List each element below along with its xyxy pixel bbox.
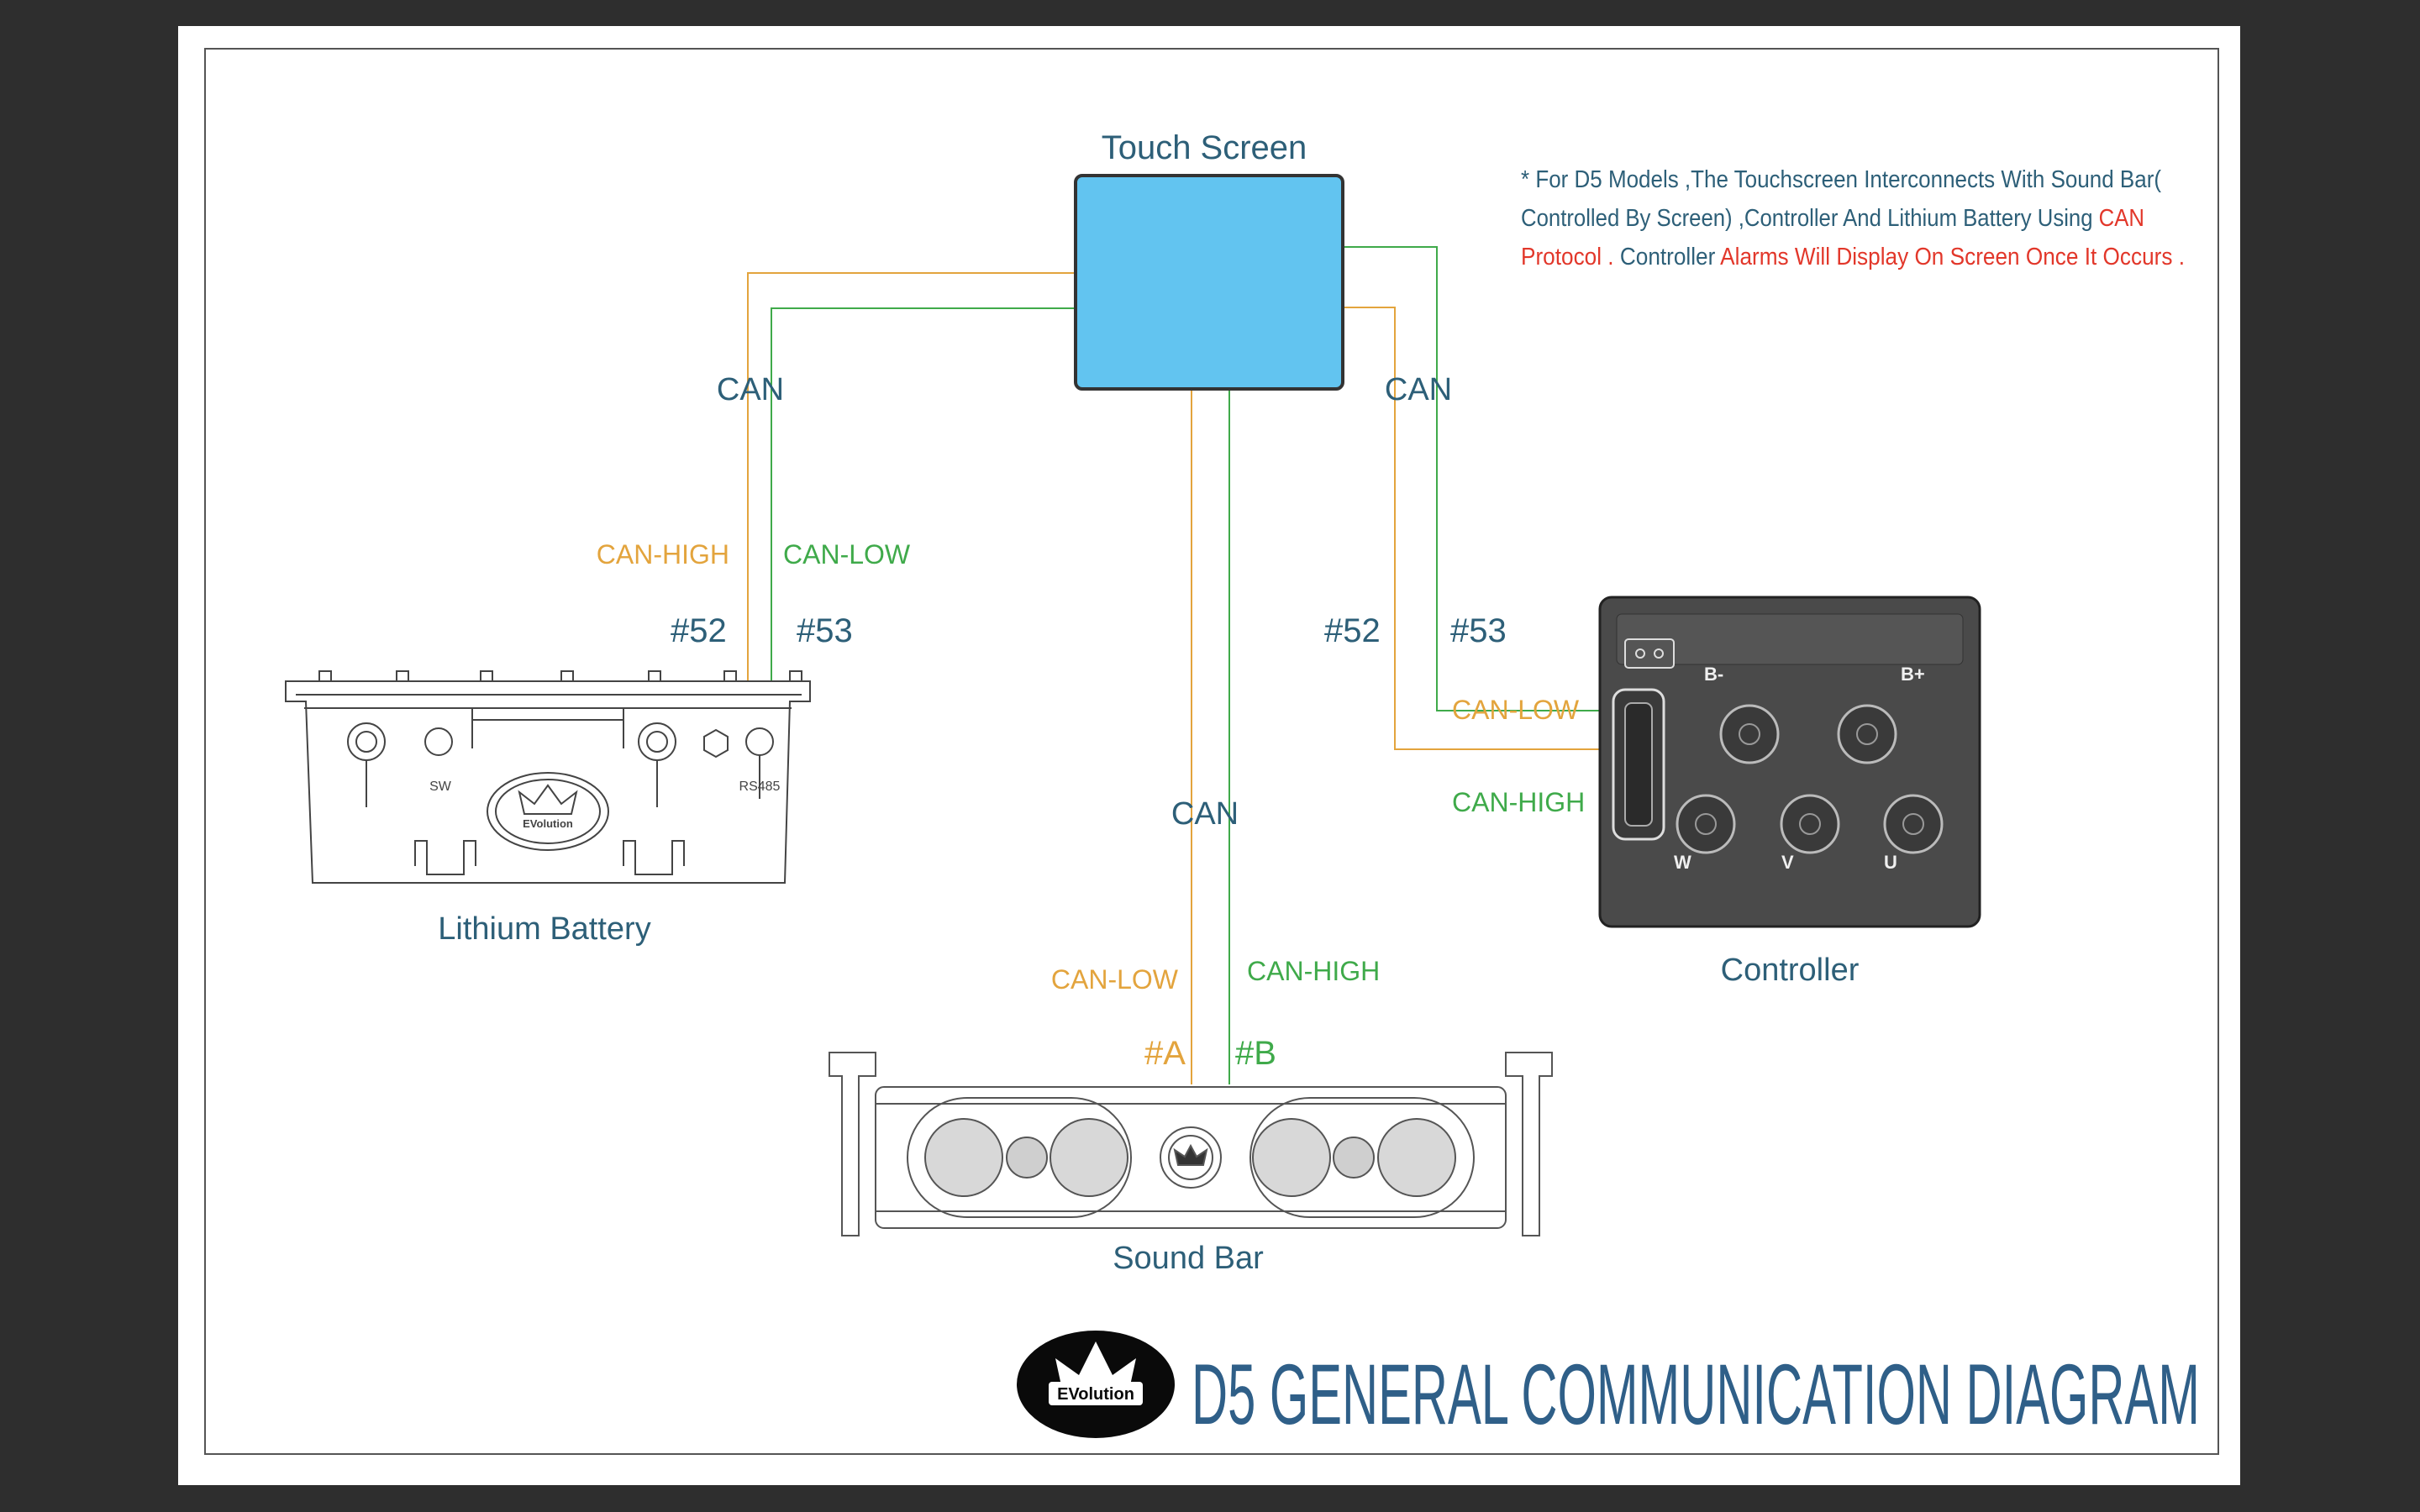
controller-terminal-v: V <box>1781 852 1794 873</box>
soundbar-can-high-label: CAN-HIGH <box>1247 956 1380 986</box>
controller-terminal-w: W <box>1674 852 1691 873</box>
battery-stud <box>480 670 493 682</box>
diagram-sheet: Touch Screen SW RS485 EVol <box>178 26 2240 1485</box>
controller-top-plate <box>1616 613 1964 665</box>
controller-terminal-bolts <box>1676 704 1944 854</box>
sound-bar-component <box>829 1052 1553 1236</box>
controller-bolt-w <box>1676 794 1736 854</box>
battery-logo-badge-inner <box>495 779 601 844</box>
controller-main-connector-pins <box>1624 702 1653 827</box>
controller-component <box>1598 596 1981 928</box>
protocol-note: * For D5 Models ,The Touchscreen Interco… <box>1521 166 2185 270</box>
battery-terminal-left-inner <box>355 731 377 753</box>
communication-diagram: Touch Screen SW RS485 EVol <box>204 48 2219 1455</box>
touch-screen-panel <box>1074 174 1344 391</box>
controller-bolt-b-minus <box>1719 704 1780 764</box>
wire-controller-can-low <box>1343 246 1613 711</box>
controller-can-low-label: CAN-LOW <box>1452 695 1580 725</box>
wiring <box>747 246 1613 1084</box>
note-line-1: * For D5 Models ,The Touchscreen Interco… <box>1521 166 2161 193</box>
battery-stud <box>318 670 332 682</box>
soundbar-tweeter-right <box>1333 1137 1375 1179</box>
controller-terminal-bolt-centers <box>1695 723 1924 835</box>
soundbar-speaker-left-inner <box>1050 1118 1128 1197</box>
soundbar-crown-icon <box>1173 1143 1208 1166</box>
battery-sw-port <box>424 727 453 756</box>
evolution-logo-text: EVolution <box>1057 1385 1134 1404</box>
diagram-frame <box>204 48 2219 1455</box>
controller-label: Controller <box>1721 953 1860 988</box>
battery-crown-icon <box>518 784 578 815</box>
soundbar-pin-a: #A <box>1144 1035 1186 1072</box>
wire-battery-can-high <box>747 272 1076 765</box>
battery-stud <box>396 670 409 682</box>
sound-bar-label: Sound Bar <box>1113 1241 1264 1276</box>
evolution-logo-banner <box>1049 1382 1143 1405</box>
controller-terminal-b-minus: B- <box>1704 664 1723 685</box>
battery-can-low-label: CAN-LOW <box>783 539 911 570</box>
battery-logo-badge <box>487 772 609 851</box>
controller-bolt-b-plus <box>1837 704 1897 764</box>
soundbar-speaker-right-outer <box>1377 1118 1456 1197</box>
soundbar-bracket-left <box>829 1052 876 1236</box>
touch-screen-label: Touch Screen <box>1102 129 1307 166</box>
soundbar-bracket-right <box>1505 1052 1553 1236</box>
battery-hex-bolt <box>703 728 729 759</box>
controller-pin-53: #53 <box>1450 612 1507 649</box>
controller-bolt-v <box>1780 794 1840 854</box>
battery-rs485-text: RS485 <box>739 780 781 794</box>
wire-battery-can-low <box>771 307 1076 765</box>
soundbar-pod-right <box>1249 1097 1475 1218</box>
battery-body <box>285 680 811 884</box>
controller-small-pin <box>1654 648 1664 659</box>
battery-sw-text: SW <box>429 780 452 794</box>
soundbar-speaker-right-inner <box>1252 1118 1331 1197</box>
battery-stud <box>560 670 574 682</box>
battery-stud <box>723 670 737 682</box>
diagram-title: D5 GENERAL COMMUNICATION DIAGRAM <box>1192 1347 2200 1442</box>
controller-bolt-u <box>1883 794 1944 854</box>
controller-pin-52: #52 <box>1324 612 1381 649</box>
note-line-3: Protocol . Controller Alarms Will Displa… <box>1521 244 2185 270</box>
soundbar-pod-left <box>907 1097 1132 1218</box>
lithium-battery-component <box>285 670 811 884</box>
can-label-right: CAN <box>1385 372 1452 407</box>
lithium-battery-label: Lithium Battery <box>438 911 650 947</box>
controller-terminal-b-plus: B+ <box>1901 664 1925 685</box>
battery-stud <box>648 670 661 682</box>
battery-can-high-label: CAN-HIGH <box>597 539 729 570</box>
footer-logo: EVolution <box>1017 1331 1175 1438</box>
controller-small-pin <box>1635 648 1645 659</box>
touch-screen-component: Touch Screen <box>1074 129 1344 391</box>
soundbar-center-badge-inner <box>1168 1135 1213 1180</box>
controller-small-connector <box>1624 638 1675 669</box>
soundbar-speaker-left-outer <box>924 1118 1003 1197</box>
battery-logo-text: EVolution <box>523 817 573 830</box>
can-label-bottom: CAN <box>1171 796 1239 832</box>
wire-controller-can-high <box>1343 307 1613 750</box>
battery-stud <box>789 670 802 682</box>
battery-terminal-right-inner <box>646 731 668 753</box>
soundbar-pin-b: #B <box>1235 1035 1276 1072</box>
battery-foot-right <box>623 840 685 875</box>
battery-pin-52: #52 <box>671 612 727 649</box>
controller-can-high-label: CAN-HIGH <box>1452 787 1585 817</box>
note-line-2: Controlled By Screen) ,Controller And Li… <box>1521 205 2144 232</box>
battery-pin-53: #53 <box>797 612 853 649</box>
soundbar-tweeter-left <box>1006 1137 1048 1179</box>
can-label-left: CAN <box>717 372 784 407</box>
soundbar-can-low-label: CAN-LOW <box>1051 964 1179 995</box>
controller-terminal-u: U <box>1884 852 1897 873</box>
battery-top-handle <box>471 708 624 748</box>
battery-foot-left <box>414 840 476 875</box>
